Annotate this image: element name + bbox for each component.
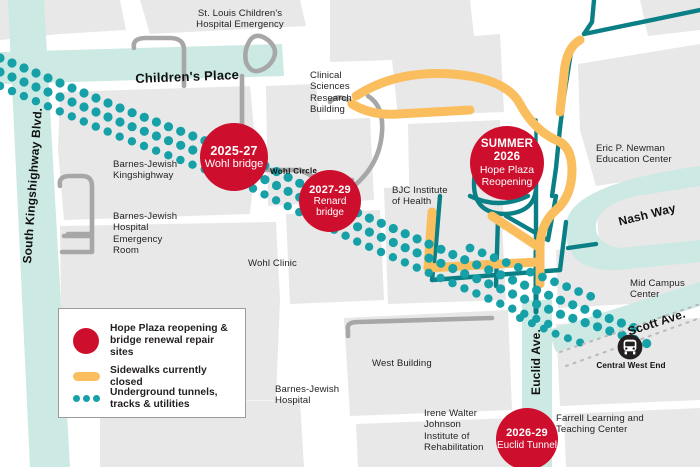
- building-label-barnes-hospital: Barnes-Jewish Hospital: [275, 384, 340, 407]
- sidewalk-south: [487, 211, 545, 289]
- sidewalk-west: [347, 99, 475, 119]
- yellow-bar-swatch-icon: [73, 372, 100, 382]
- metro-station-icon[interactable]: [617, 334, 643, 360]
- metro-station-label: Central West End: [596, 361, 666, 370]
- marker-wohl-bridge-years: 2025-27: [210, 143, 258, 158]
- street-nash-way: [565, 166, 700, 271]
- building-label-mid-campus: Mid Campus Center: [630, 278, 685, 301]
- legend-label-repair-sites: Hope Plaza reopening & bridge renewal re…: [110, 323, 228, 358]
- building-label-west-building: West Building: [372, 358, 432, 369]
- sidewalk-north-arc: [351, 69, 561, 145]
- street-kingshighway: [8, 0, 70, 467]
- street-label-euclid-ave: Euclid Ave.: [529, 329, 543, 395]
- sidewalk-north-vertical: [555, 35, 585, 117]
- marker-renard-bridge-years: 2027-29: [309, 183, 351, 196]
- street-scott-ave: [548, 282, 700, 352]
- marker-renard-bridge-name: Renard bridge: [313, 196, 347, 219]
- marker-renard-bridge[interactable]: 2027-29 Renard bridge: [299, 170, 361, 232]
- building-label-farrell: Farrell Learning and Teaching Center: [556, 413, 644, 436]
- legend-item-repair-sites: Hope Plaza reopening & bridge renewal re…: [73, 323, 235, 358]
- legend-label-underground-tunnels: Underground tunnels, tracks & utilities: [110, 387, 218, 410]
- sidewalk-plaza-spur: [535, 135, 577, 253]
- building-label-stl-childrens: St. Louis Children's Hospital Emergency: [196, 8, 284, 31]
- marker-euclid-tunnel-name: Euclid Tunnel: [496, 439, 558, 451]
- building-label-wohl-clinic: Wohl Clinic: [248, 258, 297, 269]
- marker-euclid-tunnel-years: 2026-29: [506, 427, 548, 440]
- building-label-eric-newman: Eric P. Newman Education Center: [596, 143, 672, 166]
- building-label-barnes-er: Barnes-Jewish Hospital Emergency Room: [113, 211, 178, 257]
- building-label-irene-walter: Irene Walter Johnson Institute of Rehabi…: [424, 408, 484, 454]
- legend-item-sidewalks-closed: Sidewalks currently closed: [73, 365, 241, 389]
- teal-dots-swatch-icon: [73, 395, 100, 403]
- marker-wohl-bridge-name: Wohl bridge: [204, 157, 264, 170]
- marker-wohl-bridge[interactable]: 2025-27 Wohl bridge: [200, 123, 268, 191]
- marker-hope-plaza[interactable]: SUMMER 2026 Hope Plaza Reopening: [470, 126, 544, 200]
- building-label-bjc-institute: BJC Institute of Health: [392, 185, 448, 208]
- marker-hope-plaza-years: SUMMER 2026: [480, 138, 534, 163]
- street-label-wohl-circle: Wohl Circle: [270, 166, 318, 176]
- marker-hope-plaza-name: Hope Plaza Reopening: [479, 164, 535, 188]
- street-childrens-place: [0, 44, 284, 84]
- building-label-clinical-sciences: Clinical Sciences Research Building: [310, 70, 352, 116]
- legend-item-underground-tunnels: Underground tunnels, tracks & utilities: [73, 387, 241, 411]
- marker-euclid-tunnel[interactable]: 2026-29 Euclid Tunnel: [496, 408, 558, 467]
- map-legend: Hope Plaza reopening & bridge renewal re…: [58, 308, 246, 418]
- building-label-barnes-kingshighway: Barnes-Jewish Kingshighway: [113, 159, 178, 182]
- red-circle-swatch-icon: [73, 327, 99, 354]
- legend-label-sidewalks-closed: Sidewalks currently closed: [110, 365, 207, 388]
